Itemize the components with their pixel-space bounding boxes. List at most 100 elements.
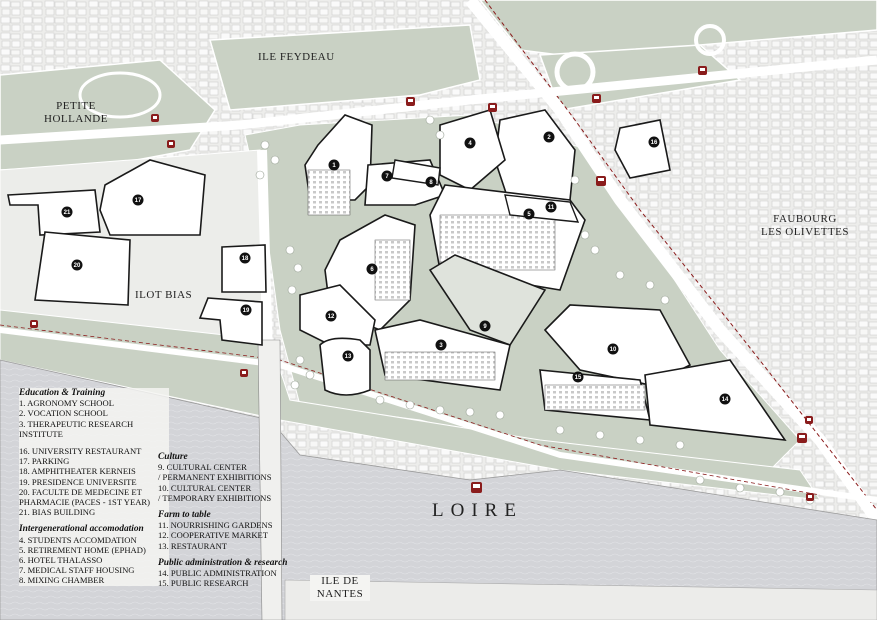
svg-text:5: 5: [527, 212, 531, 218]
marker-18: 18: [239, 252, 251, 264]
marker-2: 2: [543, 131, 555, 143]
legend-culture-title: Culture: [158, 452, 188, 462]
legend-item: 10. CULTURAL CENTER: [158, 482, 252, 493]
tram-stop-icon[interactable]: [471, 482, 482, 493]
building-11: [504, 194, 580, 223]
number-markers: 1 2 3 4 5 6 7 8 9 10 11 12 13 14 15 16 1…: [61, 131, 731, 405]
marker-3: 3: [435, 339, 447, 351]
legend-item: 5. RETIREMENT HOME (EPHAD): [19, 544, 146, 555]
building-9: [428, 254, 547, 346]
svg-text:20: 20: [74, 263, 81, 269]
legend-item: 1. AGRONOMY SCHOOL: [19, 398, 114, 409]
legend-item: 12. COOPERATIVE MARKET: [158, 530, 269, 541]
legend-item: PHARMACIE (PACES - 1ST YEAR): [19, 497, 150, 508]
marker-16: 16: [648, 136, 660, 148]
legend-item: 16. UNIVERSITY RESTAURANT: [19, 446, 142, 457]
legend-item: / PERMANENT EXHIBITIONS: [158, 472, 272, 483]
legend-item: INSTITUTE: [19, 428, 63, 439]
marker-14: 14: [719, 393, 731, 405]
legend-item: 6. HOTEL THALASSO: [19, 555, 103, 566]
tram-line-quay: [0, 324, 821, 496]
marker-15: 15: [572, 371, 584, 383]
svg-text:4: 4: [468, 141, 472, 147]
legend-item: / TEMPORARY EXHIBITIONS: [158, 492, 272, 503]
legend-item: 13. RESTAURANT: [158, 540, 228, 551]
label-ile-de-nantes-line2: NANTES: [316, 588, 364, 600]
building-15-facade: [544, 384, 646, 411]
tram-stop-icon[interactable]: [30, 320, 38, 328]
marker-21: 21: [61, 206, 73, 218]
svg-text:14: 14: [722, 397, 729, 403]
legend-column-left: Education & Training 1. AGRONOMY SCHOOL …: [19, 388, 169, 586]
marker-4: 4: [464, 137, 476, 149]
tram-stop-icon[interactable]: [488, 103, 497, 112]
svg-text:1: 1: [332, 163, 336, 169]
tram-stop-icon[interactable]: [240, 369, 248, 377]
legend-item: 2. VOCATION SCHOOL: [19, 408, 108, 419]
tram-stop-icon[interactable]: [592, 94, 601, 103]
tram-stop-icon[interactable]: [797, 433, 807, 443]
legend-item: 19. PRESIDENCE UNIVERSITE: [19, 476, 137, 487]
tram-stop-icon[interactable]: [151, 114, 159, 122]
marker-11: 11: [545, 201, 557, 213]
building-16: [614, 119, 671, 179]
marker-8: 8: [425, 176, 437, 188]
svg-text:19: 19: [243, 308, 250, 314]
building-21: [7, 189, 101, 236]
building-3-facade: [384, 351, 496, 381]
svg-text:17: 17: [135, 198, 142, 204]
marker-6: 6: [366, 263, 378, 275]
label-petite-hollande-line2: HOLLANDE: [44, 113, 108, 125]
label-ilot-bias: ILOT BIAS: [135, 289, 193, 301]
svg-text:15: 15: [575, 375, 582, 381]
legend-item: 11. NOURRISHING GARDENS: [158, 520, 273, 531]
marker-7: 7: [381, 170, 393, 182]
tram-stop-icon[interactable]: [806, 493, 814, 501]
roundabout-north-east: [694, 24, 726, 56]
svg-text:13: 13: [345, 354, 352, 360]
legend-item: 9. CULTURAL CENTER: [158, 462, 247, 473]
building-4: [439, 109, 506, 191]
building-10: [543, 304, 692, 386]
svg-text:3: 3: [439, 343, 443, 349]
label-petite-hollande: PETITE HOLLANDE: [40, 100, 112, 126]
label-ile-de-nantes: ILE DE NANTES: [310, 575, 370, 601]
tram-stop-icon[interactable]: [167, 140, 175, 148]
building-13: [319, 337, 371, 396]
tram-stop-icon[interactable]: [805, 416, 813, 424]
roundabout-east: [554, 51, 596, 93]
trees: [255, 115, 815, 505]
roundabout-petite-hollande: [78, 71, 162, 119]
marker-20: 20: [71, 259, 83, 271]
legend-item: 20. FACULTE DE MEDECINE ET: [19, 486, 142, 497]
building-17: [99, 159, 206, 236]
marker-17: 17: [132, 194, 144, 206]
tram-stop-icon[interactable]: [596, 176, 606, 186]
legend-farm-title: Farm to table: [158, 510, 211, 521]
legend-item: 3. THERAPEUTIC RESEARCH: [19, 418, 134, 429]
svg-text:10: 10: [610, 347, 617, 353]
legend-item: 15. PUBLIC RESEARCH: [158, 578, 249, 589]
legend-education-title: Education & Training: [19, 388, 106, 398]
building-18: [221, 244, 267, 293]
svg-text:6: 6: [370, 267, 374, 273]
legend-item: 4. STUDENTS ACCOMDATION: [19, 534, 137, 545]
tram-stop-icon[interactable]: [698, 66, 707, 75]
label-faubourg-line1: FAUBOURG: [773, 213, 837, 225]
bridge: [257, 339, 283, 620]
svg-text:2: 2: [547, 135, 551, 141]
legend-column-right: Culture 9. CULTURAL CENTER / PERMANENT E…: [158, 452, 308, 588]
legend-housing-title: Intergenerational accomodation: [19, 524, 144, 535]
label-faubourg: FAUBOURG LES OLIVETTES: [750, 213, 860, 239]
marker-19: 19: [240, 304, 252, 316]
svg-text:18: 18: [242, 256, 249, 262]
marker-13: 13: [342, 350, 354, 362]
svg-text:8: 8: [429, 180, 433, 186]
legend-public-title: Public administration & research: [158, 557, 288, 568]
building-12: [299, 284, 376, 346]
marker-1: 1: [328, 159, 340, 171]
svg-text:11: 11: [548, 205, 555, 211]
tram-stop-icon[interactable]: [406, 97, 415, 106]
road-north: [0, 55, 877, 145]
